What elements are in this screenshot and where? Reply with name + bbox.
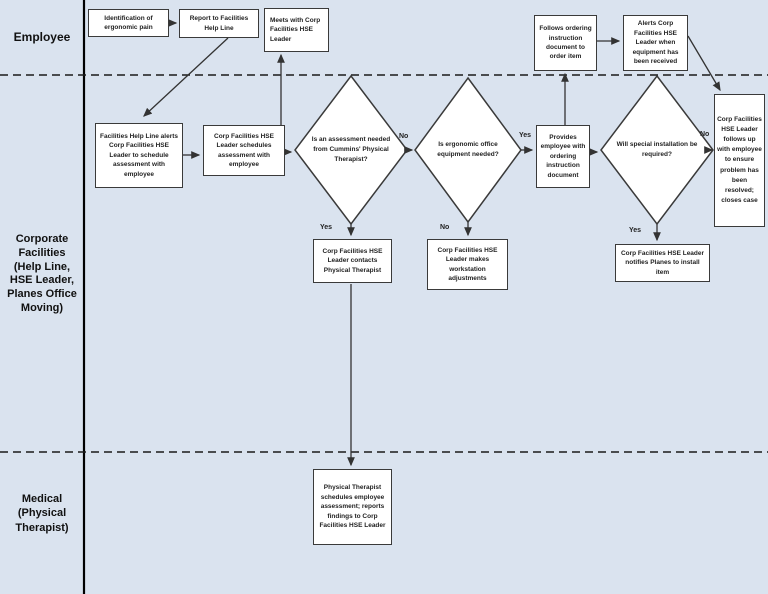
lane-label-medical: Medical (Physical Therapist) — [15, 493, 69, 534]
step-contacts-therapist: Corp Facilities HSE Leader contacts Phys… — [313, 239, 392, 283]
connector-alerts-to-followup — [687, 35, 721, 92]
decision-assessment-needed: Is an assessment needed from Cummins' Ph… — [311, 136, 391, 163]
edge-label-yes-decision2: Yes — [519, 132, 532, 139]
step-follows-ordering: Follows ordering instruction document to… — [534, 15, 597, 71]
step-therapist-schedules: Physical Therapist schedules employee as… — [313, 469, 392, 545]
step-helpline-alerts: Facilities Help Line alerts Corp Facilit… — [95, 123, 183, 188]
edge-label-yes-decision3: Yes — [629, 227, 642, 234]
step-workstation-adjustments: Corp Facilities HSE Leader makes worksta… — [427, 239, 508, 290]
decision-installation-required: Will special installation be required? — [616, 141, 698, 158]
edge-label-no-decision2: No — [440, 224, 450, 231]
step-provides-document: Provides employee with ordering instruct… — [536, 125, 590, 188]
decision-equipment-needed: Is ergonomic office equipment needed? — [437, 141, 499, 158]
lane-label-corporate-facilities: Corporate Facilities (Help Line, HSE Lea… — [7, 233, 77, 314]
step-notifies-planes: Corp Facilities HSE Leader notifies Plan… — [615, 244, 710, 282]
lane-label-employee: Employee — [13, 30, 71, 44]
step-meets-hse: Meets with Corp Facilities HSE Leader — [264, 8, 329, 52]
step-alerts-received: Alerts Corp Facilities HSE Leader when e… — [623, 15, 688, 71]
step-report-helpline: Report to Facilities Help Line — [179, 9, 259, 38]
connector-report-to-helpline-alerts — [143, 37, 229, 117]
step-follow-up-closes: Corp Facilities HSE Leader follows up wi… — [714, 94, 765, 227]
connectors — [143, 19, 721, 467]
edge-label-no-decision3: No — [700, 131, 710, 138]
edge-label-no-decision1: No — [399, 133, 409, 140]
step-identify-pain: Identification of ergonomic pain — [88, 9, 169, 37]
step-schedules-assessment: Corp Facilities HSE Leader schedules ass… — [203, 125, 285, 176]
edge-label-yes-decision1: Yes — [320, 224, 333, 231]
